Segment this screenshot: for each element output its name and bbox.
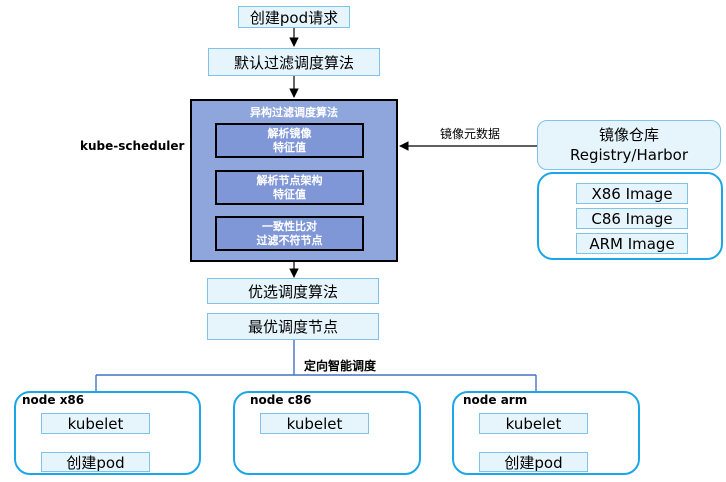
step-parse-image-line2: 特征值: [273, 140, 306, 154]
step-consistency-compare-line1: 一致性比对: [262, 219, 317, 233]
image-x86: X86 Image: [576, 183, 688, 204]
node-c86-kubelet-label: kubelet: [286, 414, 343, 433]
node-arm-kubelet-label: kubelet: [505, 414, 562, 433]
step-consistency-compare: 一致性比对 过滤不符节点: [215, 216, 364, 251]
image-arm-label: ARM Image: [589, 234, 675, 253]
node-arm-kubelet: kubelet: [479, 413, 588, 434]
best-node-label: 最优调度节点: [247, 318, 338, 336]
image-metadata-label: 镜像元数据: [440, 127, 501, 141]
default-filter-box: 默认过滤调度算法: [208, 48, 380, 76]
node-x86-kubelet-label: kubelet: [67, 414, 124, 433]
registry-box: 镜像仓库 Registry/Harbor: [537, 120, 721, 170]
registry-line1: 镜像仓库: [598, 126, 659, 144]
image-x86-label: X86 Image: [591, 184, 673, 203]
scheduler-title: 异构过滤调度算法: [250, 106, 338, 119]
step-parse-image-line1: 解析镜像: [267, 126, 312, 140]
node-arm-pod: 创建pod: [479, 452, 588, 472]
step-parse-node-arch-line1: 解析节点架构: [256, 173, 323, 187]
node-x86-label: node x86: [22, 393, 85, 407]
node-x86-kubelet: kubelet: [41, 413, 150, 434]
registry-line2: Registry/Harbor: [570, 146, 688, 164]
image-c86: C86 Image: [576, 208, 688, 229]
priority-label: 优选调度算法: [247, 282, 338, 301]
node-c86-kubelet: kubelet: [260, 413, 369, 434]
node-x86-pod-label: 创建pod: [66, 453, 125, 472]
step-consistency-compare-line2: 过滤不符节点: [256, 233, 323, 247]
node-arm-pod-label: 创建pod: [504, 453, 563, 472]
best-node-box: 最优调度节点: [207, 313, 379, 340]
directed-scheduling-label: 定向智能调度: [304, 359, 377, 373]
node-x86-pod: 创建pod: [41, 452, 150, 472]
kube-scheduler-label: kube-scheduler: [80, 139, 185, 153]
priority-box: 优选调度算法: [207, 278, 379, 304]
step-parse-node-arch-line2: 特征值: [273, 187, 306, 201]
create-pod-request-box: 创建pod请求: [238, 6, 350, 28]
node-c86-label: node c86: [250, 393, 312, 407]
node-arm-label: node arm: [463, 393, 528, 407]
step-parse-node-arch: 解析节点架构 特征值: [215, 170, 364, 205]
create-pod-request-label: 创建pod请求: [249, 8, 339, 27]
image-c86-label: C86 Image: [591, 209, 673, 228]
step-parse-image: 解析镜像 特征值: [215, 123, 364, 158]
default-filter-label: 默认过滤调度算法: [233, 53, 354, 72]
image-arm: ARM Image: [576, 233, 688, 254]
